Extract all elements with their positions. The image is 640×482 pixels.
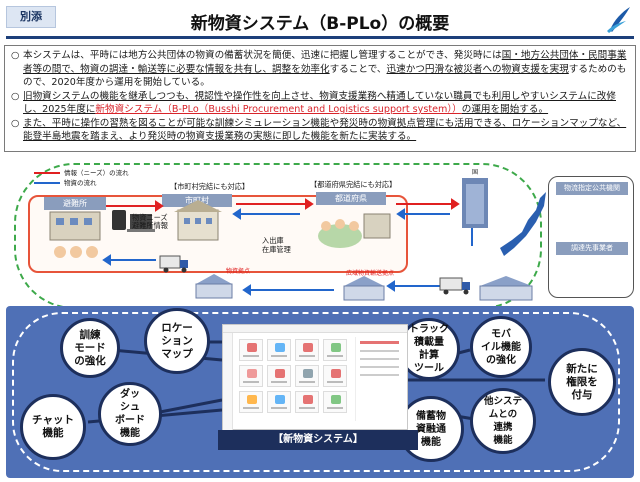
national-label: 国 [472, 169, 479, 176]
overview-bullet: ○本システムは、平時には地方公共団体の物資の備蓄状況を簡便、迅速に把握し管理する… [11, 49, 629, 90]
bullet-text-segment: するためのもので、2020年度から運用を開始している。 [23, 63, 627, 89]
legend-info-flow: 情報（ニーズ）の流れ [34, 168, 129, 178]
screenshot-tile [267, 365, 291, 387]
screenshot-tile [239, 391, 263, 413]
bullet-text-segment: 旧物資システムの機能を継承しつつも、視認性や操作性を向上させ、物資支援業務へ精通… [23, 90, 616, 116]
municipal-note: 【市町村完結にも対応】 [170, 182, 250, 191]
prefecture-note: 【都道府県完結にも対応】 [310, 180, 397, 189]
carrier-label: 物流指定公共機関 [556, 182, 628, 195]
bullet-mark: ○ [11, 50, 20, 61]
screenshot-topbar [223, 325, 407, 333]
screenshot-tile [239, 365, 263, 387]
feature-location-map: ロケー ション マップ [144, 308, 210, 374]
screenshot-tile [295, 339, 319, 361]
feature-mobile: モバ イル機能 の強化 [470, 316, 532, 378]
feature-dashboard: ダッ シュ ボード 機能 [98, 382, 162, 446]
bullet-text-segment: の運用を開始する。 [461, 104, 549, 115]
bullet-text-segment: 迅速かつ円滑な被災者への物資支援を実現 [386, 63, 569, 75]
supplier-label: 調達先事業者 [556, 242, 628, 255]
feature-new-authority: 新たに 権限を 付与 [548, 348, 616, 416]
bullet-text-segment: 国・地方公共団体・民間事業者等の間で、物資の調達・輸送等に必要な情報を共有し、調… [23, 50, 627, 75]
shelter-info-label: 物資ニーズ 避難所情報 [132, 213, 168, 230]
cabinet-office-logo-icon [607, 7, 630, 33]
page-header: 別添 新物資システム（B-PLo）の概要 [0, 0, 640, 40]
legend-goods-flow: 物資の流れ [34, 178, 129, 188]
bullet-mark: ○ [11, 90, 20, 102]
feature-chat: チャット 機能 [20, 394, 86, 460]
screenshot-tile [323, 365, 347, 387]
features-panel-border [12, 312, 620, 472]
system-screenshot [222, 324, 408, 431]
bullet-mark: ○ [11, 117, 20, 129]
screenshot-tile [295, 391, 319, 413]
screenshot-tile [267, 339, 291, 361]
system-caption: 【新物資システム】 [218, 430, 418, 450]
screenshot-info-column [355, 337, 403, 421]
goods-hub-label: 物資拠点 [226, 268, 251, 275]
screenshot-tile [267, 391, 291, 413]
bullet-text-segment: また、平時に操作の習熟を図ることが可能な訓練シミュレーション機能や発災時の物資拠… [23, 117, 627, 143]
feature-training-mode: 訓練 モード の強化 [60, 318, 120, 378]
bullet-text-segment: 新物資システム（B-PLo（Busshi Procurement and Log… [95, 104, 462, 115]
prefecture-label: 都道府県 [316, 192, 386, 205]
attachment-tag: 別添 [6, 6, 56, 28]
wide-hub-label: 広域物資輸送拠点 [346, 270, 395, 277]
page-title: 新物資システム（B-PLo）の概要 [190, 14, 450, 34]
screenshot-tile [239, 339, 263, 361]
partner-panel [548, 176, 634, 298]
municipality-label: 市町村 [162, 194, 232, 207]
bullet-text-segment: 本システムは、平時には地方公共団体の物資の備蓄状況を簡便、迅速に把握し管理するこ… [23, 50, 502, 61]
overview-bullet: ○旧物資システムの機能を継承しつつも、視認性や操作性を向上させ、物資支援業務へ精… [11, 90, 629, 117]
overview-bullet: ○また、平時に操作の習熟を図ることが可能な訓練シミュレーション機能や発災時の物資… [11, 117, 629, 144]
screenshot-sidebar [223, 333, 233, 431]
screenshot-tile [295, 365, 319, 387]
feature-system-integration: 他システ ムとの 連携 機能 [470, 388, 536, 454]
bullet-text-segment: することで、 [329, 63, 387, 75]
flow-legend: 情報（ニーズ）の流れ 物資の流れ [34, 168, 129, 188]
shelter-label: 避難所 [44, 197, 106, 210]
inventory-label: 入出庫 在庫管理 [262, 236, 291, 254]
screenshot-tile [323, 339, 347, 361]
header-rule [6, 36, 634, 39]
screenshot-tile [323, 391, 347, 413]
overview-text-box: ○本システムは、平時には地方公共団体の物資の備蓄状況を簡便、迅速に把握し管理する… [4, 45, 636, 152]
